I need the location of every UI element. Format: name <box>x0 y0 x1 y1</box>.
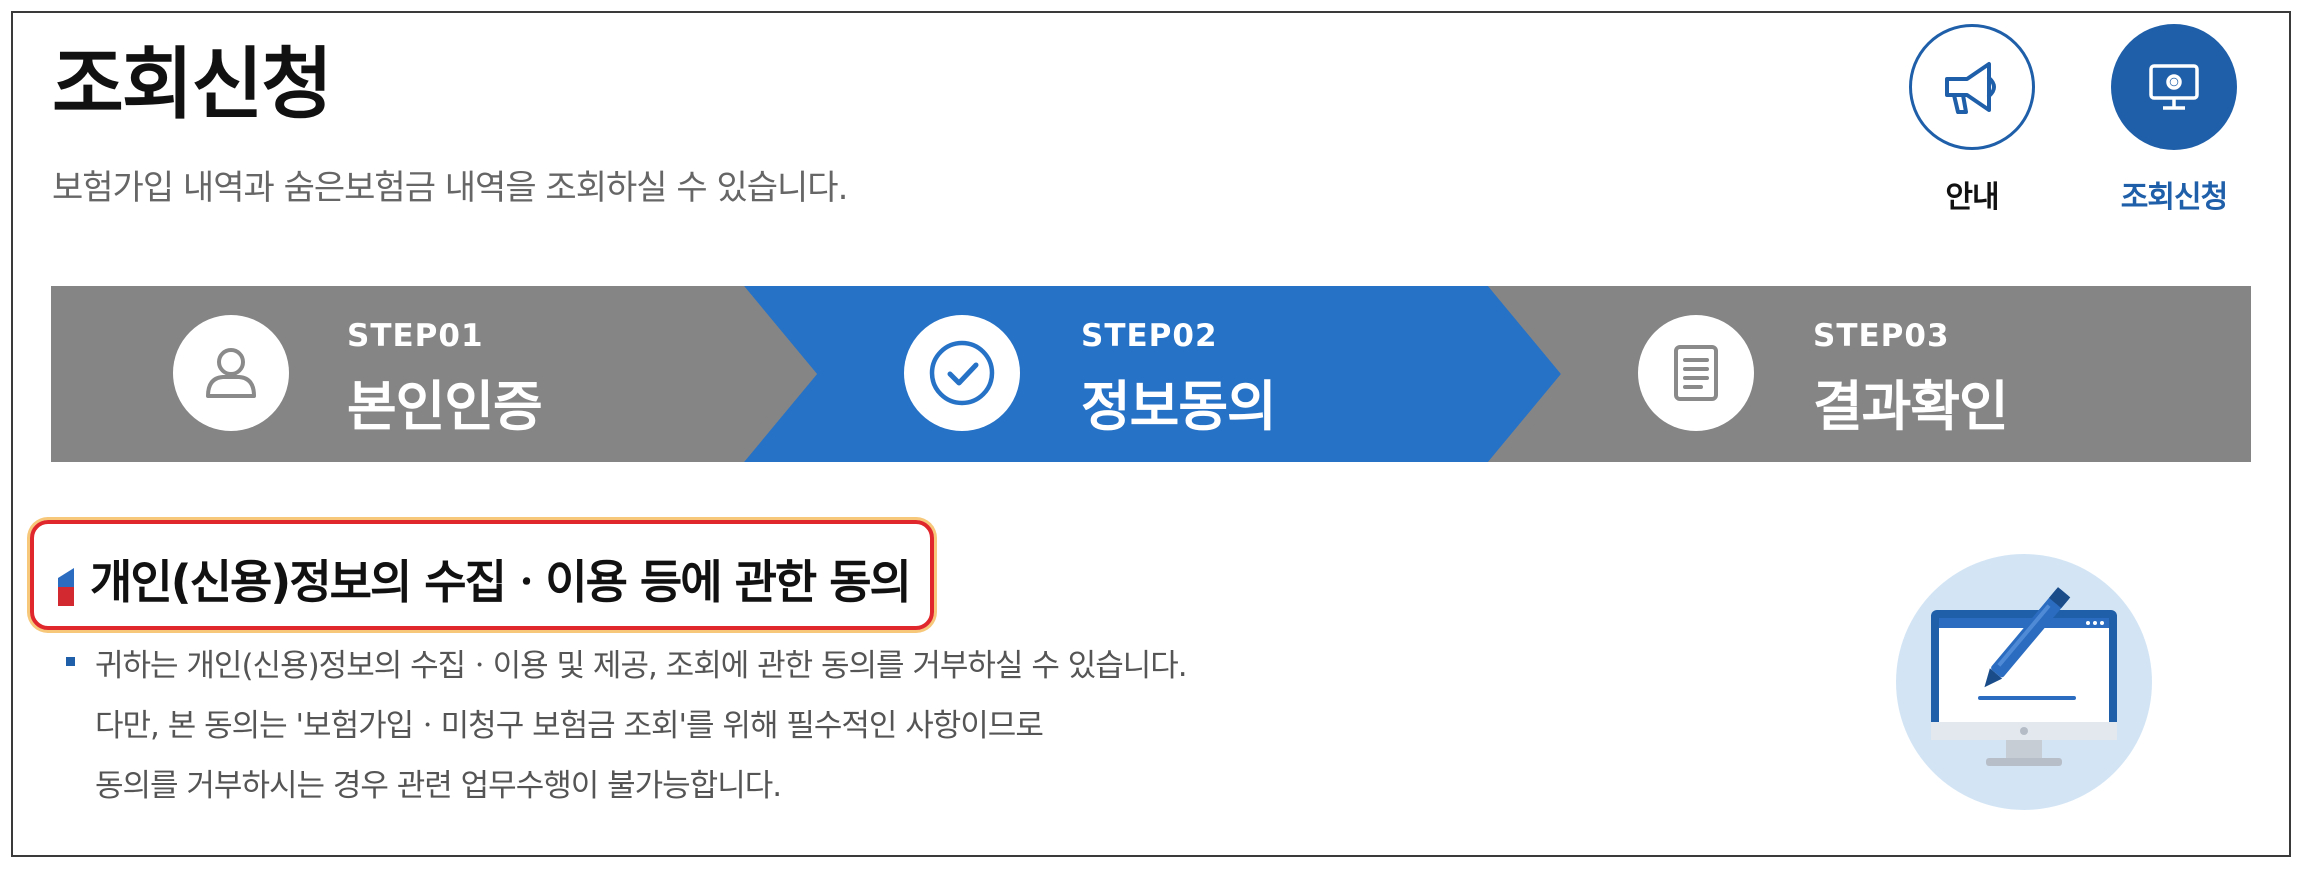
notice-line-1: 귀하는 개인(신용)정보의 수집ㆍ이용 및 제공, 조회에 관한 동의를 거부하… <box>95 648 1188 684</box>
notice-line-3: 동의를 거부하시는 경우 관련 업무수행이 불가능합니다. <box>95 768 782 804</box>
step-1-number: STEP01 <box>347 318 484 354</box>
consent-title: 개인(신용)정보의 수집ㆍ이용 등에 관한 동의 <box>90 555 912 609</box>
content-frame <box>11 11 2291 857</box>
title-marker-icon <box>58 568 74 606</box>
step-2-number: STEP02 <box>1081 318 1218 354</box>
step-2-label: 정보동의 <box>1081 375 1277 438</box>
monitor-settings-icon <box>2111 24 2237 150</box>
step-bar-background <box>51 286 2251 462</box>
step-1-label: 본인인증 <box>347 375 543 438</box>
guide-button[interactable]: 안내 <box>1892 24 2052 216</box>
check-circle-icon <box>904 315 1020 431</box>
notice-line-2: 다만, 본 동의는 '보험가입ㆍ미청구 보험금 조회'를 위해 필수적인 사항이… <box>95 708 1044 744</box>
megaphone-icon <box>1909 24 2035 150</box>
step-indicator: STEP01 본인인증 STEP02 정보동의 STEP03 결과확인 <box>51 286 2251 462</box>
guide-label: 안내 <box>1945 180 1999 215</box>
consent-section-title: 개인(신용)정보의 수집ㆍ이용 등에 관한 동의 <box>30 520 934 630</box>
person-icon <box>173 315 289 431</box>
step-3-label: 결과확인 <box>1813 375 2009 438</box>
page-title: 조회신청 <box>52 40 333 130</box>
step-2: STEP02 정보동의 <box>751 286 1511 462</box>
step-3-number: STEP03 <box>1813 318 1950 354</box>
page-subtitle: 보험가입 내역과 숨은보험금 내역을 조회하실 수 있습니다. <box>52 168 848 208</box>
document-icon <box>1638 315 1754 431</box>
apply-label: 조회신청 <box>2120 180 2228 215</box>
step-1: STEP01 본인인증 <box>51 286 751 462</box>
bullet-icon <box>66 657 75 666</box>
step-3: STEP03 결과확인 <box>1511 286 2251 462</box>
apply-button[interactable]: 조회신청 <box>2094 24 2254 216</box>
monitor-pen-illustration <box>1894 552 2154 812</box>
